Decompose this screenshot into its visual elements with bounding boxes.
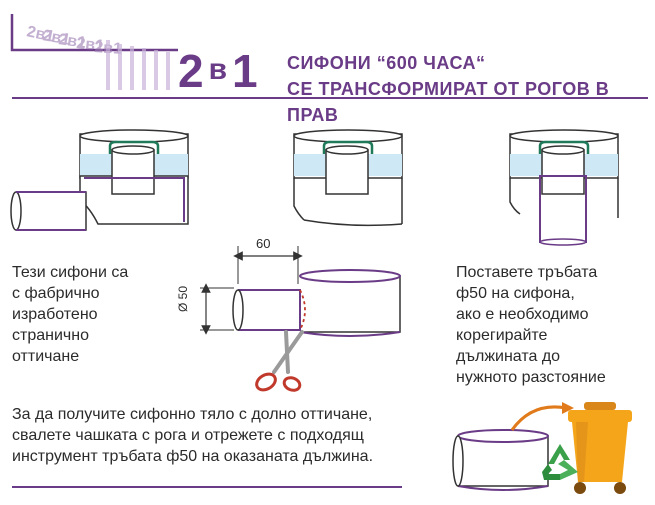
big-one: 1 — [232, 45, 258, 97]
pipe-to-recycling-illustration — [452, 402, 574, 491]
right-text-line: ф50 на сифона, — [456, 285, 575, 302]
right-text-line: корегирайте — [456, 327, 548, 344]
siphon-bottom-outlet-illustration — [509, 129, 619, 246]
title-line-1: СИФОНИ “600 ЧАСА“ — [287, 53, 486, 73]
bottom-text-line: инструмент тръбата ф50 на оказаната дълж… — [12, 448, 374, 465]
right-text-line: нужното разстояние — [456, 369, 606, 386]
svg-text:2в1: 2в1 — [57, 31, 87, 52]
trash-bin-icon — [568, 402, 632, 494]
side-outlet-description: Тези сифони са с фабрично изработено стр… — [12, 262, 172, 367]
recycle-icon — [542, 444, 578, 480]
left-text-line: странично — [12, 327, 89, 344]
right-text-line: дължината до — [456, 348, 561, 365]
right-text-line: ако е необходимо — [456, 306, 589, 323]
left-text-line: оттичане — [12, 348, 80, 365]
bottom-divider — [12, 486, 402, 488]
left-text-line: Тези сифони са — [12, 264, 129, 281]
insert-pipe-description: Поставете тръбата ф50 на сифона, ако е н… — [456, 262, 651, 388]
length-label: 60 — [256, 236, 271, 251]
scissors-icon — [255, 330, 304, 392]
right-text-line: Поставете тръбата — [456, 264, 598, 281]
svg-text:2в1: 2в1 — [25, 23, 56, 45]
cut-pipe-diagram — [200, 246, 401, 337]
header-decoration: 2в1 2в1 2в1 2в1 2в1 — [10, 14, 648, 99]
cut-instructions: За да получите сифонно тяло с долно отти… — [12, 404, 432, 467]
big-in: в — [208, 53, 227, 86]
left-text-line: с фабрично — [12, 285, 100, 302]
svg-text:2в1: 2в1 — [76, 35, 105, 55]
diameter-label: Ø 50 — [176, 285, 190, 312]
bottom-text-line: За да получите сифонно тяло с долно отти… — [12, 406, 373, 423]
siphon-without-horn-illustration — [293, 129, 403, 227]
siphon-side-outlet-illustration — [10, 129, 189, 231]
bottom-text-line: свалете чашката с рога и отрежете с подх… — [12, 427, 364, 444]
big-two: 2 — [178, 45, 204, 97]
svg-text:2в1: 2в1 — [41, 27, 71, 49]
title-line-2: СЕ ТРАНСФОРМИРАТ ОТ РОГОВ В ПРАВ — [287, 79, 610, 125]
page-title: СИФОНИ “600 ЧАСА“ СЕ ТРАНСФОРМИРАТ ОТ РО… — [287, 50, 655, 128]
left-text-line: изработено — [12, 306, 98, 323]
